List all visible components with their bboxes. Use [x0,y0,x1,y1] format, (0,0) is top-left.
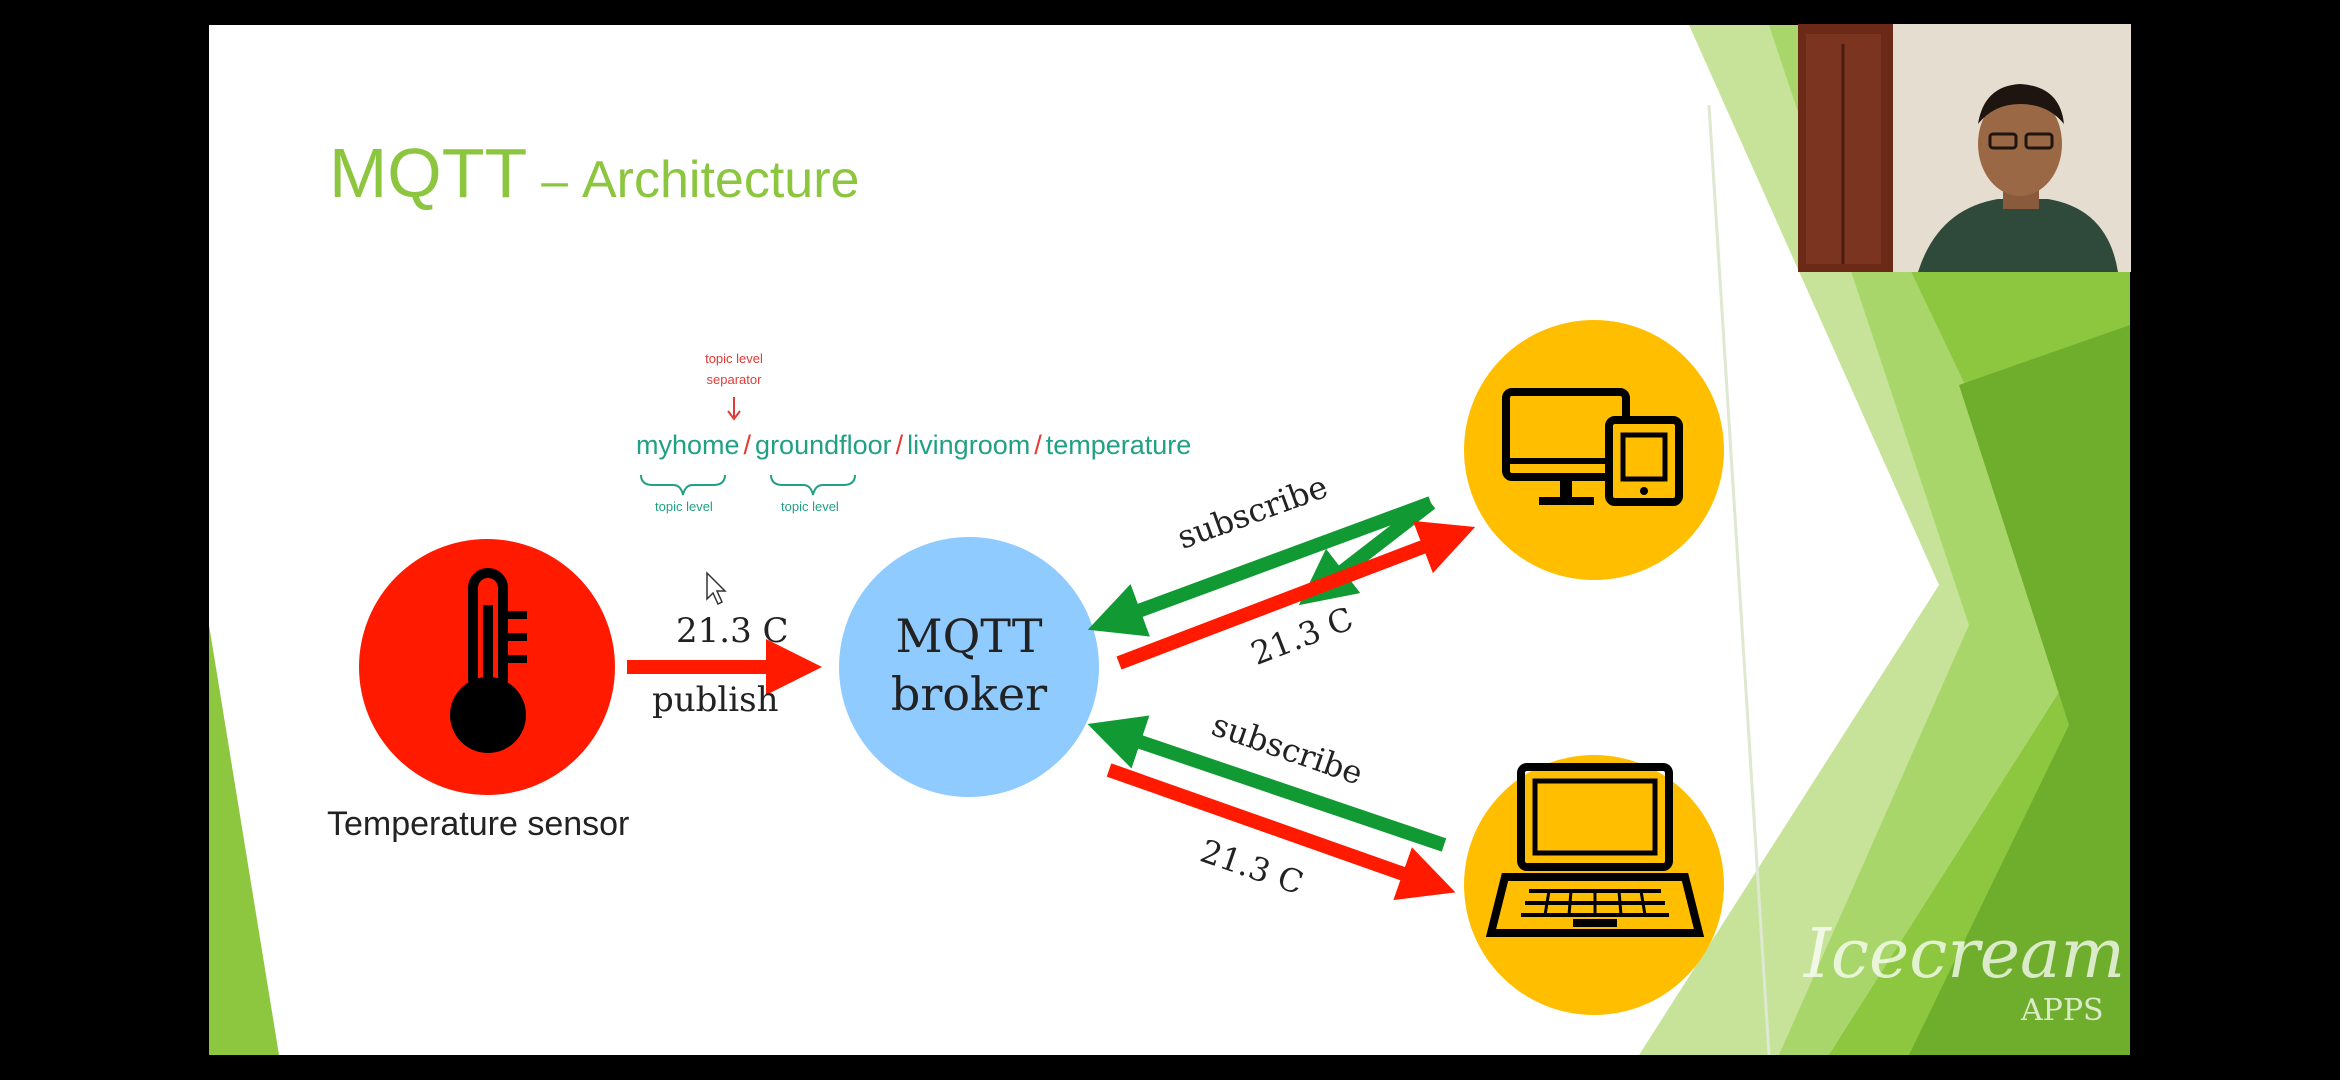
thermometer-icon [450,568,527,753]
topic-level-1: myhome [636,430,740,460]
broker-circle [839,537,1099,797]
deliver-top-arrow [1116,520,1476,670]
webcam-video [1798,24,2131,272]
topic-separator: / [1034,430,1042,460]
watermark-sub: APPS [2021,993,2104,1028]
slide-title: MQTT–Architecture [329,133,859,213]
separator-annotation-line1: topic level [705,351,763,366]
publish-label: publish [652,680,779,720]
separator-annotation: topic level separator [699,349,769,391]
slide-background [209,25,2130,1055]
title-subtitle: Architecture [581,151,860,209]
subscribe-bottom-arrow [1087,715,1447,852]
separator-pointer-arrow [727,397,741,421]
topic-level-label-1: topic level [655,499,713,514]
broker-label: MQTT broker [849,607,1089,723]
architecture-diagram [359,320,1724,1015]
broker-label-line1: MQTT [895,609,1043,663]
topic-level-2: groundfloor [755,430,892,460]
mouse-cursor [706,571,727,606]
topic-separator: / [895,430,904,460]
topic-string: myhome/groundfloor/livingroom/temperatur… [636,430,1191,461]
laptop-icon [1485,763,1705,937]
title-separator: – [541,155,568,208]
separator-annotation-line2: separator [706,371,762,387]
title-main: MQTT [329,134,528,212]
deliver-bottom-arrow [1106,763,1456,901]
broker-label-line2: broker [890,667,1048,721]
desktop-tablet-icon [1502,388,1683,506]
sensor-caption: Temperature sensor [327,805,630,843]
topic-level-3: livingroom [907,430,1031,460]
watermark-brand: Icecream [1804,915,2126,994]
subscribe-top-arrow-shaft [1087,496,1434,637]
topic-separator: / [743,430,752,460]
subscriber-top-circle [1464,320,1724,580]
topic-level-4: temperature [1045,430,1192,460]
subscriber-bottom-circle [1464,755,1724,1015]
topic-level-label-2: topic level [781,499,839,514]
publish-value: 21.3 C [676,611,789,651]
topic-level-braces [640,474,856,496]
